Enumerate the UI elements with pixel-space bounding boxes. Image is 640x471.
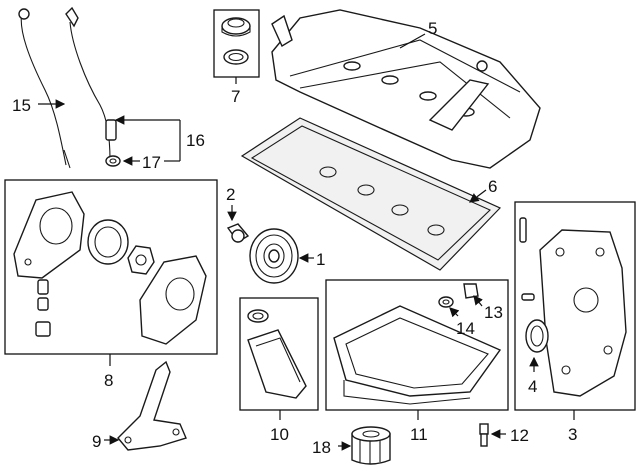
valve-cover-gasket — [240, 117, 502, 271]
drain-washer-14 — [438, 296, 454, 308]
callout-17: 17 — [142, 153, 161, 172]
callout-7: 7 — [231, 87, 240, 106]
callout-15: 15 — [12, 96, 31, 115]
callout-14: 14 — [456, 319, 475, 338]
callout-12: 12 — [510, 426, 529, 445]
callout-9: 9 — [92, 432, 101, 451]
callout-1: 1 — [316, 250, 325, 269]
oil-pan-box-11 — [325, 279, 509, 411]
baffle-box-10 — [239, 297, 319, 411]
dipstick-15 — [18, 8, 71, 169]
callout-5: 5 — [428, 19, 437, 38]
valve-cover — [271, 9, 541, 169]
o-ring-17 — [105, 155, 121, 167]
relief-valve-parts — [35, 279, 51, 337]
oil-baffle — [247, 329, 307, 399]
callout-18: 18 — [312, 438, 331, 457]
timing-cover — [539, 229, 627, 397]
callout-10: 10 — [270, 425, 289, 444]
callout-16: 16 — [186, 131, 205, 150]
callout-6: 6 — [488, 177, 497, 196]
callout-2: 2 — [226, 185, 235, 204]
oil-pump-rotor-outer — [87, 219, 129, 265]
front-seal-4 — [525, 319, 549, 353]
oil-pump-box-8 — [4, 179, 218, 355]
baffle-seal — [247, 309, 269, 323]
drain-plug-13 — [463, 283, 479, 299]
timing-dowel-pins — [519, 217, 535, 301]
crank-bolt — [226, 223, 250, 243]
bolt-12 — [479, 423, 489, 447]
callout-3: 3 — [568, 425, 577, 444]
oil-pump-cover — [139, 255, 207, 345]
callout-11: 11 — [410, 425, 428, 444]
callout-13: 13 — [484, 303, 503, 322]
oil-pump-housing — [13, 191, 85, 279]
dipstick-tube-16 — [65, 6, 117, 161]
oil-filler-cap — [221, 17, 251, 37]
timing-cover-box-3 — [514, 201, 636, 411]
bracket — [117, 360, 187, 451]
crank-pulley — [249, 228, 299, 284]
callout-8: 8 — [104, 371, 113, 390]
oil-pan — [333, 305, 502, 405]
oil-pump-rotor-inner — [127, 245, 155, 275]
callout-4: 4 — [528, 377, 537, 396]
oil-cap-seal — [223, 49, 249, 65]
oil-filter — [351, 426, 391, 465]
